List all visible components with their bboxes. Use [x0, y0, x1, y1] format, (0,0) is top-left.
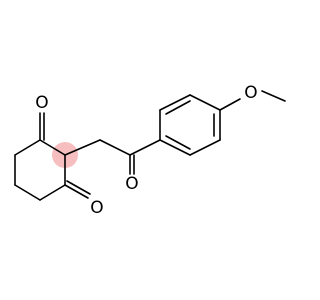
aryl-bond-6: [159, 139, 191, 156]
aryl-o-bond: [219, 98, 241, 111]
structure-canvas: O O O O: [14, 83, 286, 218]
aryl-bond-5: [189, 139, 221, 156]
ring-bond-c1-c2: [39, 139, 66, 156]
chain-bond-c-ch2: [64, 139, 101, 156]
carbonyl-bottom-bond-1: [64, 184, 89, 199]
atom-o-methoxy: O: [244, 83, 257, 103]
aryl-double-bond-inner-1: [165, 100, 191, 115]
o-methyl-bond: [261, 90, 286, 102]
chain-bond-co-aryl: [129, 139, 161, 156]
atom-o-ketone: O: [125, 174, 138, 194]
ring-bond-c6-c1: [14, 139, 41, 156]
aryl-double-bond-inner-3: [165, 135, 191, 150]
aryl-bond-3: [189, 94, 221, 111]
aryl-bond-2: [159, 94, 191, 111]
chain-bond-ch2-co: [99, 139, 131, 156]
atom-o-top: O: [35, 93, 48, 113]
molecule-structure: O O O O: [14, 83, 286, 218]
carbonyl-bottom-bond-2: [66, 180, 91, 195]
ring-bond-c3-c4: [39, 184, 66, 201]
ring-bond-c4-c5: [14, 184, 41, 201]
atom-o-bottom: O: [90, 198, 103, 218]
